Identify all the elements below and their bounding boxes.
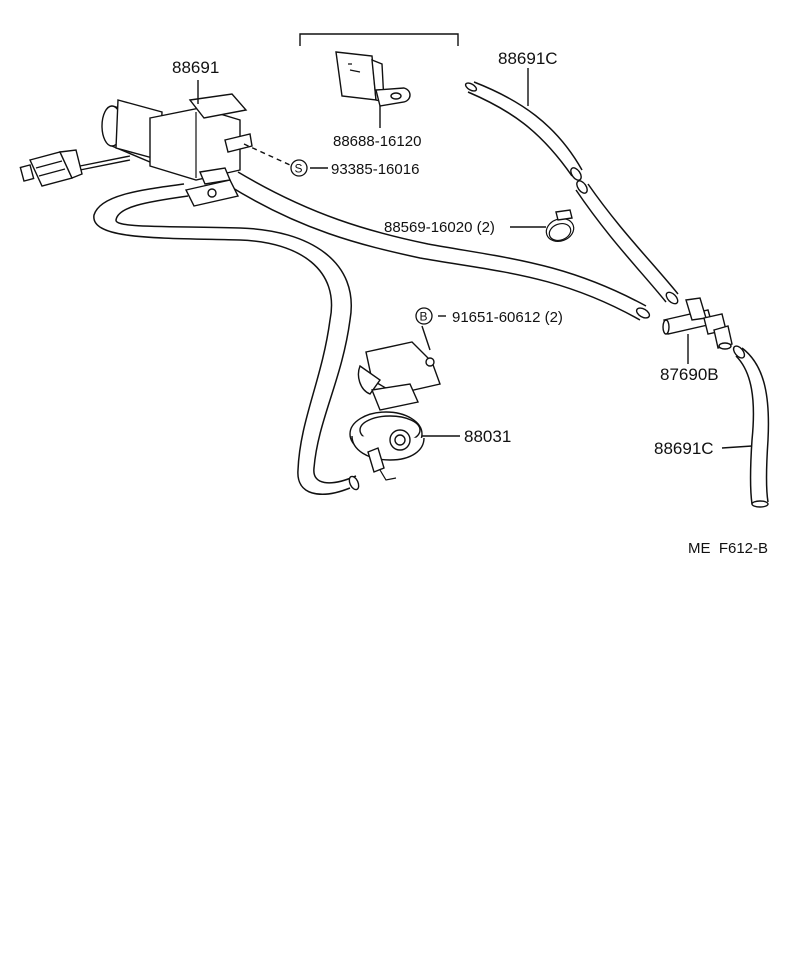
bracket: [299, 33, 459, 107]
hose-88691c-upper: [464, 81, 679, 305]
symbol-b-circle: [415, 307, 433, 325]
label-88688-16120: 88688-16120: [333, 133, 421, 150]
vacuum-switching-valve: [19, 93, 253, 207]
label-88691c-lower: 88691C: [654, 439, 714, 458]
symbol-s-circle: [290, 159, 308, 177]
label-88691c-upper: 88691C: [498, 49, 558, 68]
label-88569-16020: 88569-16020 (2): [384, 219, 495, 236]
hose-clamp: [545, 209, 575, 242]
hose-joint: [662, 297, 733, 350]
label-88031: 88031: [464, 427, 511, 446]
label-91651-60612: 91651-60612 (2): [452, 309, 563, 326]
symbol-b-text: B: [420, 310, 428, 324]
label-88691: 88691: [172, 58, 219, 77]
loop-hose: [93, 183, 360, 495]
vacuum-switch: [349, 341, 441, 481]
long-hose: [227, 171, 651, 321]
label-87690b: 87690B: [660, 365, 719, 384]
fastener-leader-dashed: [243, 143, 291, 166]
diagram-code: ME F612-B: [688, 540, 768, 557]
hose-88691c-lower: [732, 345, 770, 508]
symbol-s-text: S: [295, 162, 303, 176]
leader-lines: [197, 68, 753, 449]
label-93385-16016: 93385-16016: [331, 161, 419, 178]
